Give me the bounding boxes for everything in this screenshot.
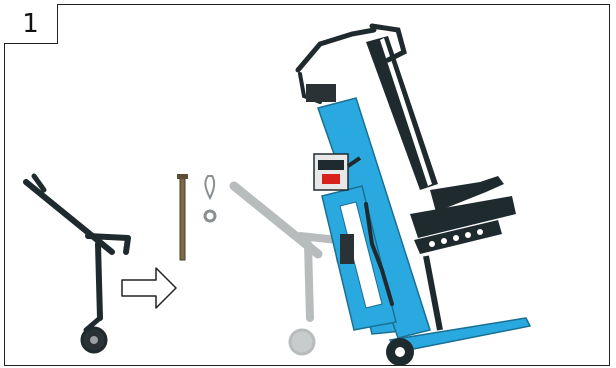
arrow-right-icon	[122, 268, 176, 308]
ghost-handle	[234, 186, 340, 354]
transport-handle-with-wheel	[26, 176, 128, 352]
cotter-pin	[205, 176, 214, 198]
log-splitter	[298, 26, 530, 366]
pin	[177, 174, 188, 260]
washer	[205, 211, 215, 221]
